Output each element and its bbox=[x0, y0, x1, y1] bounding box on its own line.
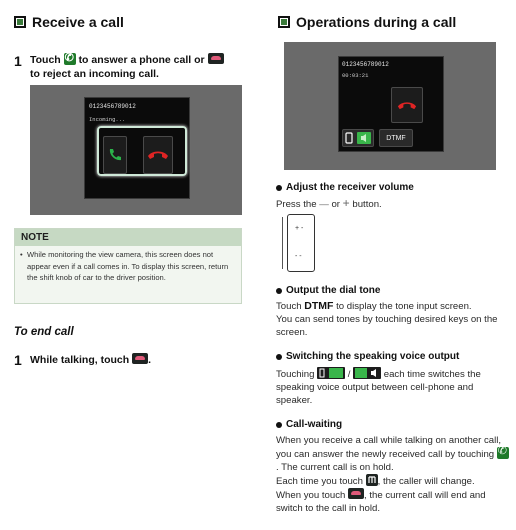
end-step-number: 1 bbox=[14, 352, 22, 368]
receive-call-title: Receive a call bbox=[32, 14, 124, 30]
waiting-p1a: When you receive a call while talking on… bbox=[276, 435, 502, 460]
volume-text-a: Press the bbox=[276, 199, 317, 210]
incoming-phone-panel: 0123456789012 Incoming... bbox=[84, 97, 190, 199]
end-step-text: While talking, touch . bbox=[30, 353, 152, 366]
handset-mode-icon bbox=[317, 367, 346, 379]
step-number: 1 bbox=[14, 53, 22, 69]
note-body: While monitoring the view camera, this s… bbox=[15, 246, 241, 284]
dial-tone-text-c: You can send tones by touching desired k… bbox=[276, 314, 498, 338]
hangup-button[interactable] bbox=[391, 87, 423, 123]
speaker-toggle-button[interactable] bbox=[342, 129, 374, 147]
answer-phone-icon bbox=[109, 149, 121, 161]
speaker-toggle-icon bbox=[345, 132, 371, 144]
operations-title: Operations during a call bbox=[296, 14, 457, 30]
dtmf-button[interactable]: DTMF bbox=[379, 129, 413, 147]
bullet-icon bbox=[276, 184, 282, 191]
end-step-label: While talking, touch bbox=[30, 354, 130, 366]
switching-text-b: each time switches the speaking voice ou… bbox=[276, 369, 481, 406]
incoming-phone-number: 0123456789012 bbox=[89, 103, 136, 110]
incoming-call-screen: 0123456789012 Incoming... bbox=[30, 85, 242, 215]
answer-phone-icon bbox=[63, 51, 76, 65]
call-waiting-title: Call-waiting bbox=[286, 419, 343, 430]
reject-phone-icon bbox=[148, 151, 168, 159]
answer-phone-icon bbox=[496, 445, 509, 459]
operations-heading: Operations during a call bbox=[278, 14, 456, 30]
button-highlight bbox=[97, 126, 187, 176]
dtmf-button-label: DTMF bbox=[386, 134, 406, 142]
call-waiting-heading: Call-waiting bbox=[276, 419, 342, 430]
bullet-icon bbox=[276, 287, 282, 294]
call-waiting-text: When you receive a call while talking on… bbox=[276, 434, 510, 515]
active-phone-panel: 0123456789012 00:03:21 DTMF bbox=[338, 56, 444, 152]
waiting-p2b: , the caller will change. bbox=[377, 476, 475, 487]
end-call-icon bbox=[348, 488, 365, 499]
dtmf-inline: DTMF bbox=[304, 300, 334, 312]
switching-heading: Switching the speaking voice output bbox=[276, 351, 459, 362]
speaker-mode-icon bbox=[353, 367, 382, 379]
bullet-icon bbox=[276, 353, 282, 360]
answer-call-button[interactable] bbox=[103, 136, 127, 174]
active-phone-number: 0123456789012 bbox=[342, 61, 389, 68]
dial-tone-title: Output the dial tone bbox=[286, 285, 381, 296]
volume-text: Press the — or + button. bbox=[276, 197, 382, 211]
reject-call-button[interactable] bbox=[143, 136, 173, 174]
volume-up-mark: + - bbox=[295, 225, 304, 232]
bullet-icon bbox=[276, 421, 282, 428]
volume-rocker-illustration: + - - - bbox=[287, 214, 315, 272]
end-call-icon bbox=[132, 353, 149, 364]
incoming-status: Incoming... bbox=[89, 116, 126, 123]
step1-part-c: to reject an incoming call. bbox=[30, 68, 159, 80]
step1-part-b: to answer a phone call or bbox=[78, 54, 205, 66]
waiting-p1b: . The current call is on hold. bbox=[276, 462, 394, 473]
volume-text-b: button. bbox=[352, 199, 382, 210]
volume-connector-line bbox=[282, 217, 283, 269]
call-in-progress-screen: 0123456789012 00:03:21 DTMF bbox=[284, 42, 496, 170]
switching-slash: / bbox=[347, 369, 351, 380]
reject-phone-icon bbox=[207, 53, 224, 64]
dial-tone-text-a: Touch bbox=[276, 301, 302, 312]
step1-text: Touch to answer a phone call or to rejec… bbox=[30, 51, 250, 81]
minus-symbol: — bbox=[319, 199, 329, 210]
waiting-p2a: Each time you touch bbox=[276, 476, 363, 487]
volume-title: Adjust the receiver volume bbox=[286, 182, 414, 193]
section-square-icon bbox=[14, 16, 26, 28]
dial-tone-text-b: to display the tone input screen. bbox=[336, 301, 472, 312]
receive-call-heading: Receive a call bbox=[14, 14, 124, 30]
note-box: NOTE While monitoring the view camera, t… bbox=[14, 228, 242, 304]
note-title: NOTE bbox=[15, 229, 241, 246]
dial-tone-text: Touch DTMF to display the tone input scr… bbox=[276, 300, 508, 339]
dial-tone-heading: Output the dial tone bbox=[276, 285, 380, 296]
volume-down-mark: - - bbox=[295, 253, 302, 260]
volume-or: or bbox=[331, 199, 340, 210]
plus-symbol: + bbox=[342, 196, 350, 210]
switching-text: Touching / each time switches the speaki… bbox=[276, 367, 510, 407]
hangup-icon bbox=[397, 101, 417, 109]
call-timer: 00:03:21 bbox=[342, 72, 369, 79]
switching-title: Switching the speaking voice output bbox=[286, 351, 460, 362]
swap-call-icon bbox=[365, 474, 378, 486]
step1-part-a: Touch bbox=[30, 54, 61, 66]
switching-text-a: Touching bbox=[276, 369, 315, 380]
waiting-p3a: When you touch bbox=[276, 490, 346, 501]
section-square-icon bbox=[278, 16, 290, 28]
volume-heading: Adjust the receiver volume bbox=[276, 182, 414, 193]
end-call-title: To end call bbox=[14, 326, 74, 338]
waiting-p3b: , the current call will end and switch t… bbox=[276, 490, 486, 514]
